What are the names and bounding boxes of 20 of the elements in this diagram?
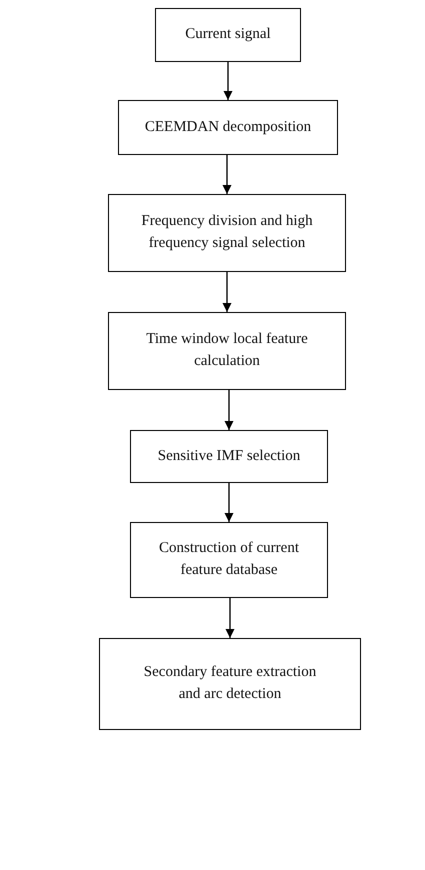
step-label: Construction of current feature database: [158, 539, 300, 580]
arrow: [222, 272, 232, 312]
arrow: [226, 598, 234, 638]
process-box: [130, 522, 328, 598]
process-box: [108, 312, 346, 390]
process-box: [130, 430, 328, 483]
arrow: [224, 62, 232, 100]
step-label: Secondary feature extraction and arc detection: [142, 663, 318, 704]
step-label: Frequency division and high frequency signal selection: [140, 212, 314, 253]
process-box: [108, 194, 346, 272]
arrow: [224, 483, 234, 522]
process-box: [99, 638, 361, 730]
process-box: [118, 100, 338, 155]
arrow: [224, 390, 234, 430]
step-label: CEEMDAN decomposition: [144, 118, 312, 137]
step-label: Time window local feature calculation: [145, 330, 309, 371]
arrow: [222, 155, 232, 194]
process-box: [155, 8, 301, 62]
step-label: Current signal: [185, 25, 271, 44]
step-label: Sensitive IMF selection: [158, 446, 300, 466]
